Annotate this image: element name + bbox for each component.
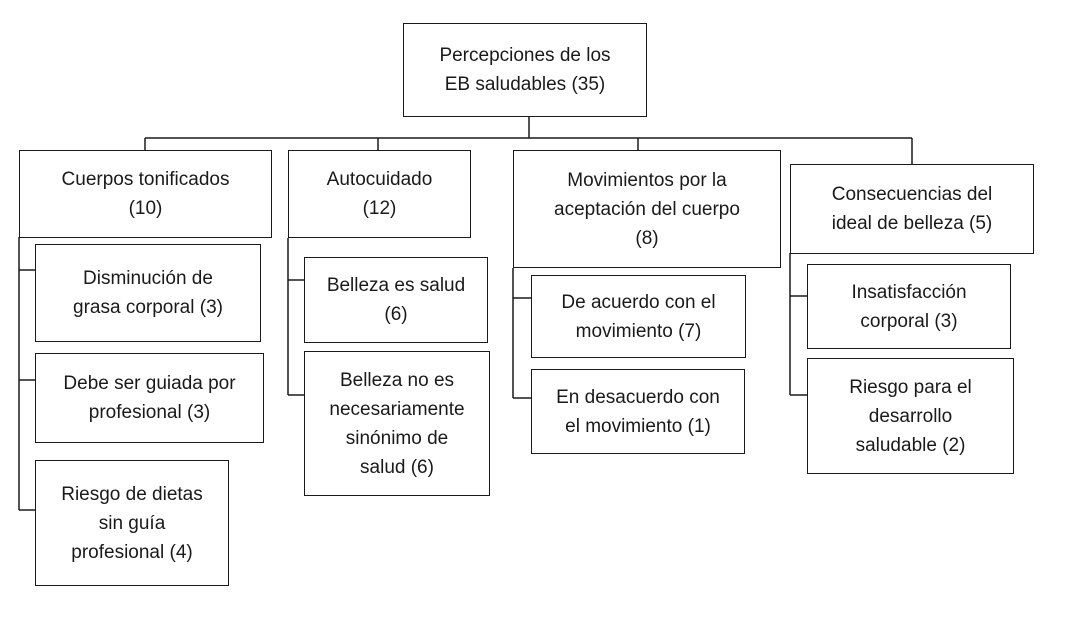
subcategory-label-line: profesional (3) bbox=[88, 402, 211, 423]
category-label-line: Autocuidado bbox=[326, 169, 433, 190]
root-line-2: EB saludables (35) bbox=[444, 74, 606, 95]
subcategory-insatisfaccion: Insatisfacción corporal (3) bbox=[807, 264, 1011, 349]
subcategory-label-line: saludable (2) bbox=[855, 434, 966, 456]
subcategory-label-line: Belleza es salud bbox=[326, 275, 466, 296]
subcategory-label-line: (6) bbox=[384, 304, 408, 325]
subcategory-label-line: Belleza no es bbox=[339, 369, 455, 391]
subcategory-label-line: movimiento (7) bbox=[575, 320, 702, 342]
root-node: Percepciones de los EB saludables (35) bbox=[403, 23, 647, 117]
subcategory-label-line: Riesgo de dietas bbox=[61, 483, 203, 505]
subcategory-label-line: Insatisfacción bbox=[851, 281, 967, 303]
subcategory-label-line: En desacuerdo con bbox=[556, 386, 720, 408]
category-label-line: Consecuencias del bbox=[831, 184, 993, 205]
category-label-line: (10) bbox=[128, 198, 163, 219]
subcategory-label-line: sinónimo de bbox=[345, 427, 449, 449]
subcategory-label-line: grasa corporal (3) bbox=[73, 297, 223, 318]
category-label-line: Cuerpos tonificados bbox=[61, 169, 230, 190]
category-consecuencias: Consecuencias del ideal de belleza (5) bbox=[790, 164, 1034, 254]
subcategory-en-desacuerdo: En desacuerdo con el movimiento (1) bbox=[531, 369, 745, 454]
subcategory-label-line: De acuerdo con el bbox=[561, 291, 716, 313]
subcategory-label-line: corporal (3) bbox=[860, 310, 958, 332]
category-movimientos: Movimientos por la aceptación del cuerpo… bbox=[513, 150, 781, 268]
subcategory-label-line: salud (6) bbox=[360, 456, 434, 478]
subcategory-guiada-profesional: Debe ser guiada por profesional (3) bbox=[35, 353, 264, 443]
category-label-line: ideal de belleza (5) bbox=[831, 213, 993, 234]
subcategory-label-line: el movimiento (1) bbox=[565, 415, 711, 437]
subcategory-belleza-salud: Belleza es salud (6) bbox=[304, 257, 488, 343]
subcategory-riesgo-desarrollo: Riesgo para el desarrollo saludable (2) bbox=[807, 358, 1014, 474]
category-label-line: Movimientos por la bbox=[567, 169, 727, 191]
subcategory-belleza-no-salud: Belleza no es necesariamente sinónimo de… bbox=[304, 351, 490, 496]
subcategory-label-line: desarrollo bbox=[868, 405, 953, 427]
category-autocuidado: Autocuidado (12) bbox=[288, 150, 471, 238]
category-cuerpos-tonificados: Cuerpos tonificados (10) bbox=[19, 150, 272, 238]
subcategory-label-line: profesional (4) bbox=[71, 541, 193, 563]
category-label-line: aceptación del cuerpo bbox=[554, 198, 740, 220]
subcategory-disminucion-grasa: Disminución de grasa corporal (3) bbox=[35, 244, 261, 342]
subcategory-de-acuerdo: De acuerdo con el movimiento (7) bbox=[531, 275, 746, 358]
subcategory-label-line: sin guía bbox=[98, 512, 166, 534]
category-label-line: (12) bbox=[362, 198, 397, 219]
category-label-line: (8) bbox=[635, 227, 659, 249]
subcategory-label-line: Debe ser guiada por bbox=[63, 373, 236, 394]
root-line-1: Percepciones de los bbox=[439, 45, 611, 66]
subcategory-label-line: Riesgo para el bbox=[849, 376, 972, 398]
subcategory-label-line: necesariamente bbox=[329, 398, 465, 420]
subcategory-riesgo-dietas: Riesgo de dietas sin guía profesional (4… bbox=[35, 460, 229, 586]
subcategory-label-line: Disminución de bbox=[83, 268, 213, 289]
